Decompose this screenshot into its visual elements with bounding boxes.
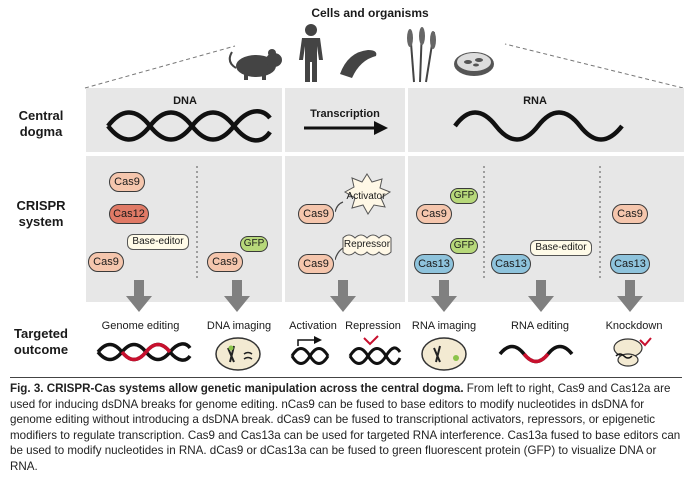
- separator-transcription-rna: [405, 88, 408, 302]
- central-dogma-drawings: [106, 109, 624, 143]
- figure-caption: Fig. 3. CRISPR-Cas systems allow genetic…: [10, 381, 682, 474]
- base-editor-tag-rna: Base-editor: [530, 240, 592, 256]
- column-header-rna: RNA: [523, 95, 547, 107]
- edited-dna-helix: [96, 342, 192, 362]
- petri-dish-icon: [454, 52, 494, 76]
- cas13-protein-knockdown: Cas13: [610, 254, 650, 274]
- row-label-targeted-outcome: Targeted outcome: [13, 326, 69, 357]
- down-arrow-genome-editing: [126, 280, 152, 312]
- row-label-crispr-system: CRISPR system: [16, 198, 66, 229]
- cas13-protein-rna-editing: Cas13: [491, 254, 531, 274]
- outcome-activation: Activation: [289, 320, 337, 332]
- perspective-lines: [84, 43, 684, 89]
- outcome-genome-editing: Genome editing: [101, 320, 180, 332]
- caption-body: From left to right, Cas9 and Cas12a are …: [10, 382, 681, 473]
- cas9-protein-knockdown: Cas9: [612, 204, 648, 224]
- separator-dna-transcription: [282, 88, 285, 302]
- column-header-transcription: Transcription: [310, 108, 380, 120]
- down-arrow-knockdown: [617, 280, 643, 312]
- activation-illustration: [290, 336, 330, 365]
- repression-illustration: [348, 335, 402, 366]
- activator-repressor-shapes: [335, 173, 392, 261]
- cas9-protein-rna-imaging: Cas9: [416, 204, 452, 224]
- outcome-arrows: [126, 280, 643, 312]
- plant-icon: [407, 27, 436, 83]
- repressor-label: Repressor: [343, 239, 391, 250]
- gfp-tag-dna-imaging: GFP: [240, 236, 268, 252]
- outcome-repression: Repression: [345, 320, 401, 332]
- cas13-protein-rna-imaging: Cas13: [414, 254, 454, 274]
- dna-double-helix: [106, 109, 272, 143]
- rna-single-strand: [453, 110, 624, 142]
- top-title: Cells and organisms: [311, 6, 429, 20]
- base-editor-tag-dna: Base-editor: [127, 234, 189, 250]
- mouse-icon: [228, 49, 282, 80]
- cas9-protein-repression: Cas9: [298, 254, 334, 274]
- outcome-dna-imaging: DNA imaging: [206, 320, 272, 332]
- cas12-protein: Cas12: [109, 204, 149, 224]
- gfp-tag-cas13-rna: GFP: [450, 238, 478, 254]
- dna-imaging-cell: [215, 337, 261, 371]
- cas9-protein-genome-editing: Cas9: [109, 172, 145, 192]
- outcome-illustrations: [96, 335, 652, 371]
- caption-title: Fig. 3. CRISPR-Cas systems allow genetic…: [10, 382, 464, 395]
- activator-label: Activator: [346, 191, 386, 202]
- down-arrow-rna-editing: [528, 280, 554, 312]
- knockdown-illustration: [613, 337, 652, 367]
- transcription-arrow: [304, 121, 388, 135]
- cas9-protein-base-editor: Cas9: [88, 252, 124, 272]
- caption-divider: [10, 377, 682, 378]
- dotted-separators: [196, 166, 601, 278]
- activator-shape: [344, 173, 392, 215]
- column-header-dna: DNA: [173, 95, 197, 107]
- organisms-illustration: [228, 24, 494, 83]
- outcome-rna-editing: RNA editing: [510, 320, 570, 332]
- human-icon: [299, 24, 323, 82]
- gfp-tag-cas9-rna: GFP: [450, 188, 478, 204]
- down-arrow-dna-imaging: [224, 280, 250, 312]
- crispr-system-band: [86, 156, 684, 302]
- down-arrow-rna-imaging: [431, 280, 457, 312]
- cas9-protein-dna-imaging: Cas9: [207, 252, 243, 272]
- worm-icon: [340, 50, 377, 78]
- repressor-shape: [342, 234, 392, 256]
- outcome-knockdown: Knockdown: [605, 320, 663, 332]
- row-label-central-dogma: Central dogma: [18, 108, 64, 139]
- outcome-rna-imaging: RNA imaging: [411, 320, 477, 332]
- rna-imaging-cell: [421, 337, 467, 371]
- cas9-protein-activation: Cas9: [298, 204, 334, 224]
- down-arrow-transcription: [330, 280, 356, 312]
- edited-rna-strand: [498, 344, 574, 364]
